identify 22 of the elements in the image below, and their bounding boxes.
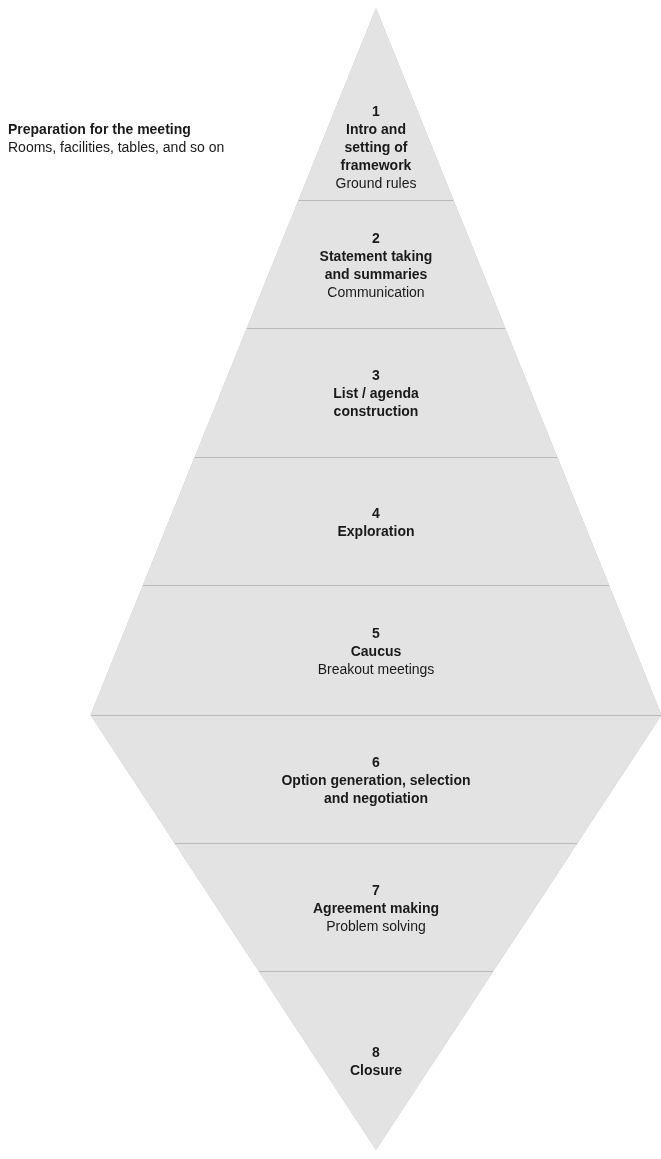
stage-description: Communication [327,282,425,301]
stage-number: 2 [372,228,380,247]
stage-number: 3 [372,366,380,384]
note-heading: Preparation for the meeting [8,120,191,138]
stage-number: 6 [372,752,380,771]
stage-description: Problem solving [326,916,426,935]
stage-title: Option generation, selection and negotiation [281,770,471,807]
stage-number: 4 [372,503,380,522]
stage-number: 8 [372,1043,380,1061]
stage-title: Agreement making [312,898,439,917]
stage-number: 7 [372,880,380,899]
stage-title: Intro and setting of framework [339,120,413,174]
note-text: Rooms, facilities, tables, and so on [8,138,225,156]
stage-number: 1 [372,102,380,120]
stage-title: Exploration [337,521,415,540]
stage-description: Ground rules [335,174,417,192]
stage-title: Closure [349,1061,403,1079]
stage-title: Statement taking and summaries [318,246,434,283]
stage-title: List / agenda construction [332,384,420,420]
stage-title: Caucus [350,641,402,660]
stage-number: 5 [372,623,380,642]
stage-description: Breakout meetings [317,659,435,678]
